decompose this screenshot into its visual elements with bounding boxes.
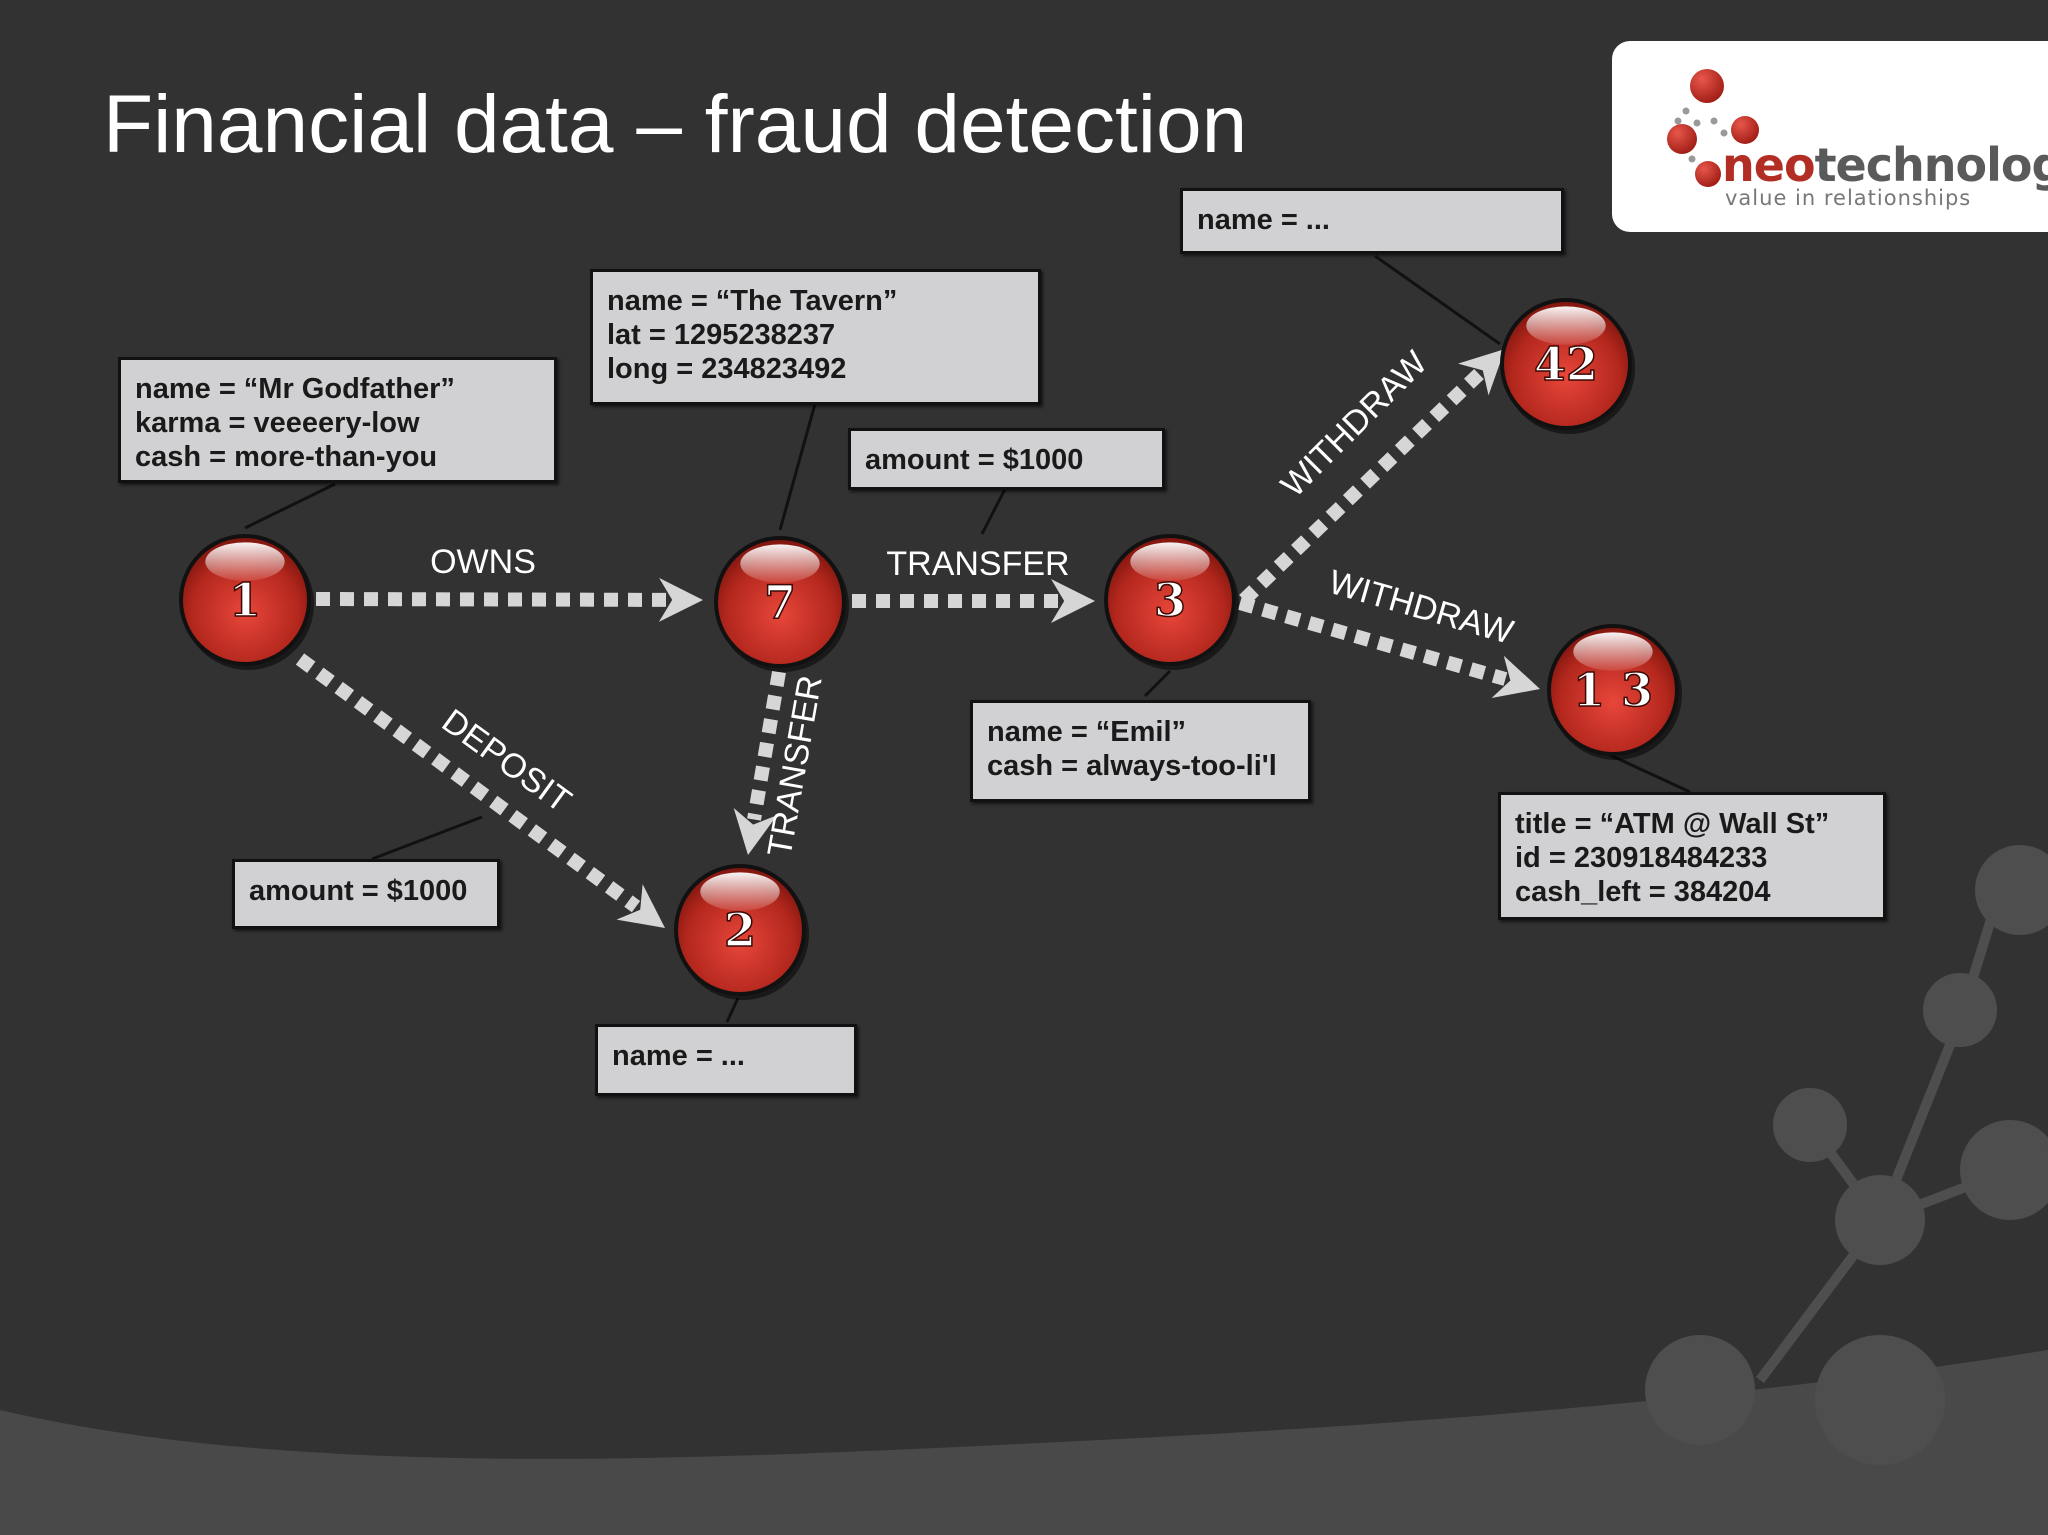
property-line: id = 230918484233 <box>1515 842 1768 874</box>
node-label: 42 <box>1534 337 1598 391</box>
edge-label: OWNS <box>430 543 536 581</box>
node-7: 7 <box>714 536 849 672</box>
slide-title: Financial data – fraud detection <box>103 79 1248 170</box>
property-line: name = ... <box>612 1040 745 1072</box>
edge-label: WITHDRAW <box>1274 344 1435 505</box>
property-line: karma = veeeery-low <box>135 407 420 439</box>
node-label: 3 <box>1154 573 1186 627</box>
property-line: long = 234823492 <box>607 353 847 385</box>
property-line: cash_left = 384204 <box>1515 876 1771 908</box>
node-label: 2 <box>724 903 756 957</box>
node-13: 1 3 <box>1547 624 1682 760</box>
edge-transfer-7-2 <box>733 670 786 855</box>
edge-label: TRANSFER <box>886 545 1069 583</box>
property-line: name = ... <box>1197 204 1330 236</box>
node-label: 7 <box>764 575 796 629</box>
property-box-node-13: title = “ATM @ Wall St” id = 23091848423… <box>1498 792 1886 920</box>
edge-deposit-1-2 <box>295 653 665 928</box>
property-line: name = “Emil” <box>987 716 1187 748</box>
arrowhead-icon <box>616 884 665 928</box>
edge-withdraw-3-13 <box>1238 596 1540 699</box>
arrowhead-icon <box>1458 349 1505 396</box>
property-line: cash = more-than-you <box>135 441 438 473</box>
property-box-deposit-edge: amount = $1000 <box>232 859 500 929</box>
logo-tagline: value in relationships <box>1725 186 1972 210</box>
node-42: 42 <box>1500 298 1635 434</box>
edge-transfer-7-3 <box>852 579 1095 623</box>
property-line: name = “Mr Godfather” <box>135 373 455 405</box>
box-connectors <box>244 254 1691 1023</box>
edge-withdraw-3-42 <box>1239 349 1505 606</box>
node-label: 1 3 <box>1573 663 1653 717</box>
arrowhead-icon <box>1491 655 1540 699</box>
property-box-node-1: name = “Mr Godfather” karma = veeeery-lo… <box>118 357 557 483</box>
node-label: 1 <box>229 573 261 627</box>
property-line: title = “ATM @ Wall St” <box>1515 808 1830 840</box>
arrowhead-icon <box>1051 579 1095 623</box>
node-2: 2 <box>674 864 809 1000</box>
edge-owns-1-7 <box>315 577 703 622</box>
property-box-node-3: name = “Emil” cash = always-too-li'l <box>970 700 1311 802</box>
property-line: amount = $1000 <box>865 444 1084 476</box>
property-line: amount = $1000 <box>249 875 468 907</box>
logo <box>1612 41 2048 232</box>
property-box-transfer-edge: amount = $1000 <box>848 428 1165 490</box>
property-line: cash = always-too-li'l <box>987 750 1277 782</box>
arrowhead-icon <box>658 577 703 622</box>
node-1: 1 <box>179 534 314 670</box>
property-box-node-2: name = ... <box>595 1024 857 1096</box>
logo-wordmark: neotechnology <box>1722 138 2048 192</box>
property-line: name = “The Tavern” <box>607 285 898 317</box>
arrowhead-icon <box>733 807 778 855</box>
node-3: 3 <box>1104 534 1239 670</box>
logo-bubbles-icon <box>1667 69 1759 187</box>
property-box-node-42: name = ... <box>1180 188 1564 254</box>
edge-label: WITHDRAW <box>1325 563 1518 652</box>
property-line: lat = 1295238237 <box>607 319 836 351</box>
property-box-node-7: name = “The Tavern” lat = 1295238237 lon… <box>590 269 1041 405</box>
